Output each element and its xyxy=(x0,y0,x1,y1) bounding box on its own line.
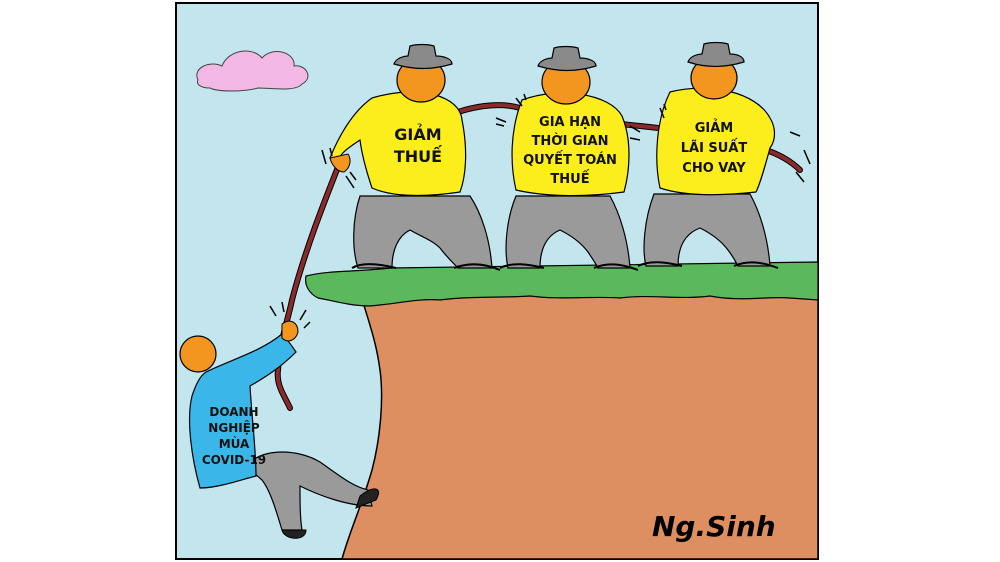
head xyxy=(179,335,217,373)
hat-icon xyxy=(537,45,597,72)
hat-icon xyxy=(393,43,453,70)
figure-left-line-2: THUẾ xyxy=(394,145,442,166)
figure-hanging-line-4: COVID-19 xyxy=(202,453,266,467)
figure-middle: GIA HẠN THỜI GIAN QUYẾT TOÁN THUẾ xyxy=(499,45,639,271)
figure-right-line-1: GIẢM xyxy=(695,119,734,136)
figure-right: GIẢM LÃI SUẤT CHO VAY xyxy=(637,41,779,269)
hat-icon xyxy=(687,41,745,68)
figure-middle-line-4: THUẾ xyxy=(550,170,589,187)
grass xyxy=(305,261,819,307)
motion-marks xyxy=(269,93,811,329)
figure-hanging-line-3: MÙA xyxy=(219,436,250,451)
figure-middle-line-3: QUYẾT TOÁN xyxy=(523,151,617,168)
figure-left-line-1: GIẢM xyxy=(394,123,441,144)
cliff xyxy=(305,261,819,560)
figure-hanging-line-2: NGHIỆP xyxy=(208,420,260,435)
figure-left: GIẢM THUẾ xyxy=(329,43,501,271)
artist-signature: Ng.Sinh xyxy=(652,510,776,543)
cloud xyxy=(196,50,309,92)
figure-middle-line-1: GIA HẠN xyxy=(539,115,601,130)
figure-hanging-line-1: DOANH xyxy=(209,405,258,419)
figure-right-line-2: LÃI SUẤT xyxy=(681,138,748,156)
figure-middle-line-2: THỜI GIAN xyxy=(532,133,609,149)
figure-right-line-3: CHO VAY xyxy=(682,161,746,176)
figure-hanging: DOANH NGHIỆP MÙA COVID-19 xyxy=(179,320,380,539)
